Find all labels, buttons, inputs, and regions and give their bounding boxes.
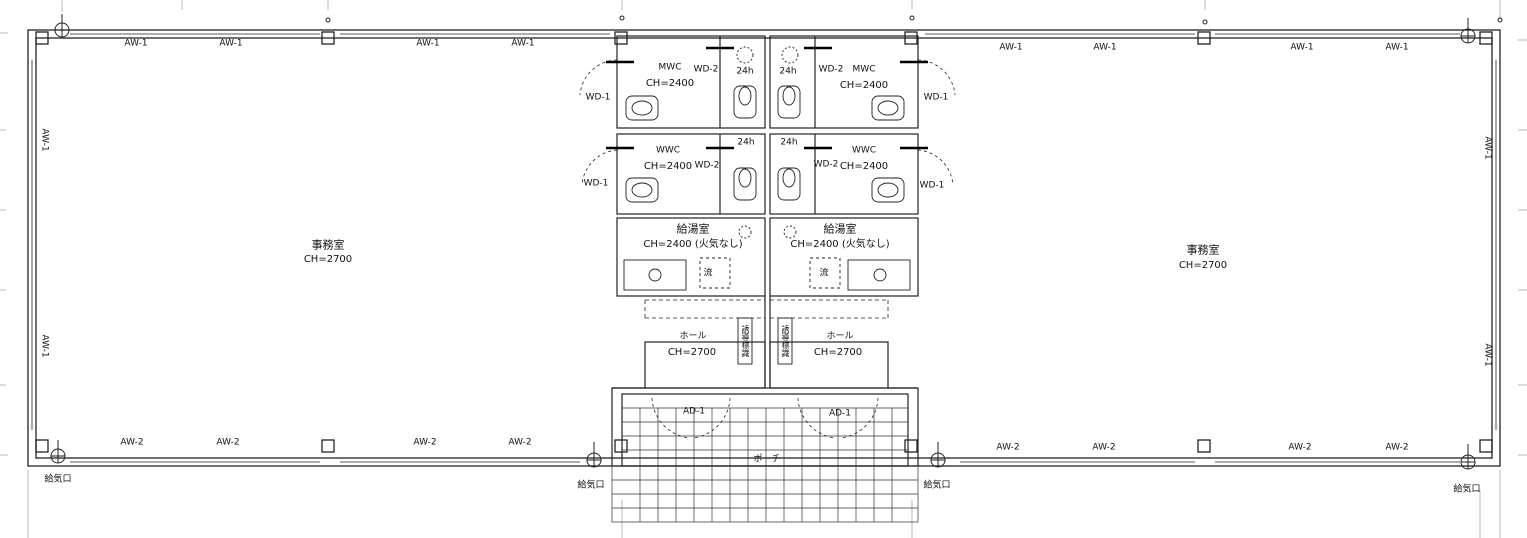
office-left-ch: CH=2700: [303, 254, 353, 265]
window-label: AW-1: [416, 38, 440, 49]
window-label: AW-1: [1482, 136, 1493, 160]
air-inlet-label: 給気口: [577, 480, 605, 491]
mwc-right-ch: CH=2400: [839, 80, 889, 91]
fan-24h-label: 24h: [779, 66, 797, 77]
hall-left-name: ホール: [679, 331, 707, 342]
sink-mark: 流: [703, 268, 713, 279]
window-label: AW-2: [1385, 442, 1409, 453]
window-label: AW-1: [1290, 42, 1314, 53]
window-label: AW-2: [996, 442, 1020, 453]
kitchen-left-ch: CH=2400 (火気なし): [643, 239, 743, 250]
window-label: AW-2: [1092, 442, 1116, 453]
door-arrows: [606, 46, 928, 150]
fan-24h-label: 24h: [736, 66, 754, 77]
door-swings: [579, 59, 956, 439]
window-label: AW-2: [413, 437, 437, 448]
porch-tiles: [611, 407, 919, 523]
window-label: AW-1: [511, 38, 535, 49]
window-label: AW-2: [216, 437, 240, 448]
window-label: AW-1: [1385, 42, 1409, 53]
door-label: WD-2: [818, 64, 844, 75]
window-label: AW-1: [1093, 42, 1117, 53]
air-inlet-markers: [50, 14, 1503, 470]
sink-mark: 流: [819, 268, 829, 279]
door-label: WD-1: [919, 180, 945, 191]
wwc-right-ch: CH=2400: [839, 161, 889, 172]
wwc-right-name: WWC: [851, 145, 877, 156]
window-label: AW-1: [124, 38, 148, 49]
window-label: AW-1: [1482, 343, 1493, 367]
door-label: WD-1: [583, 178, 609, 189]
wwc-left-ch: CH=2400: [643, 161, 693, 172]
hall-right-ch: CH=2700: [813, 347, 863, 358]
porch-name: ポーチ: [753, 454, 781, 465]
door-label: WD-1: [923, 92, 949, 103]
mwc-right-name: MWC: [852, 64, 876, 75]
guide-light-label: 誘導標識: [741, 325, 750, 357]
window-label: AW-1: [39, 334, 50, 358]
fan-24h-label: 24h: [737, 137, 755, 148]
window-label: AW-2: [120, 437, 144, 448]
wwc-left-name: WWC: [655, 145, 681, 156]
mwc-left-ch: CH=2400: [645, 78, 695, 89]
office-left-name: 事務室: [311, 238, 345, 252]
fan-24h-label: 24h: [780, 137, 798, 148]
kitchen-right-ch: CH=2400 (火気なし): [790, 239, 890, 250]
hall-left-ch: CH=2700: [667, 347, 717, 358]
door-label: WD-1: [585, 92, 611, 103]
window-label: AW-1: [999, 42, 1023, 53]
door-label: WD-2: [694, 160, 720, 171]
kitchen-left-name: 給湯室: [676, 222, 710, 236]
guide-light-label: 誘導標識: [781, 325, 790, 357]
windows-top: [31, 33, 1497, 463]
mwc-left-name: MWC: [658, 62, 682, 73]
air-inlet-label: 給気口: [44, 474, 72, 485]
columns: [35, 31, 1493, 453]
fixtures: [623, 46, 911, 365]
window-label: AW-2: [1288, 442, 1312, 453]
office-right-name: 事務室: [1186, 243, 1220, 257]
counters: [644, 299, 889, 319]
window-label: AW-1: [219, 38, 243, 49]
air-inlet-label: 給気口: [1453, 484, 1481, 495]
window-label: AW-2: [508, 437, 532, 448]
door-label: AD-1: [682, 406, 706, 417]
kitchen-right-name: 給湯室: [823, 222, 857, 236]
office-right-ch: CH=2700: [1178, 260, 1228, 271]
outer-walls: [27, 29, 1501, 467]
air-inlet-label: 給気口: [923, 480, 951, 491]
window-label: AW-1: [39, 128, 50, 152]
door-label: WD-2: [813, 159, 839, 170]
door-label: AD-1: [828, 408, 852, 419]
door-label: WD-2: [693, 64, 719, 75]
hall-right-name: ホール: [826, 331, 854, 342]
